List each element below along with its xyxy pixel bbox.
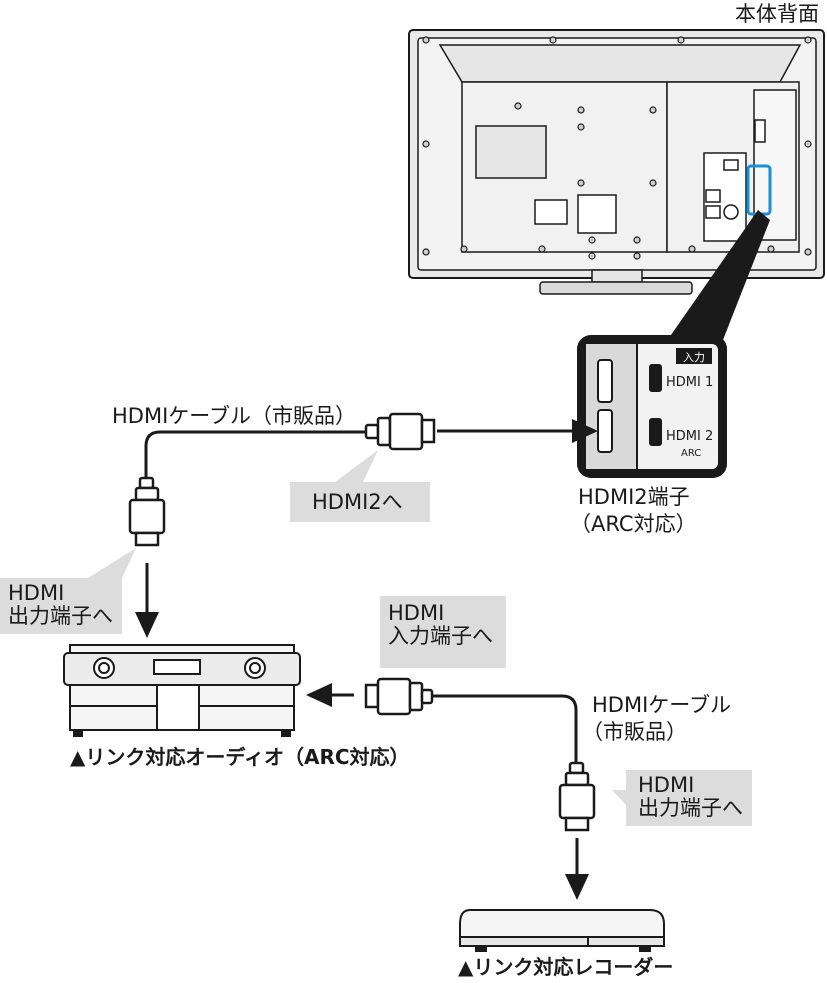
hdmi-cable-2-label-2: （市販品） bbox=[582, 720, 687, 744]
tv-back-illustration bbox=[408, 29, 825, 295]
audio-in-label-1: HDMI bbox=[388, 601, 445, 625]
recorder-out-label-2: 出力端子へ bbox=[638, 796, 743, 820]
hdmi-plug bbox=[128, 476, 166, 547]
audio-in-bubble: HDMI 入力端子へ bbox=[380, 596, 506, 668]
audio-in-label-2: 入力端子へ bbox=[388, 624, 493, 648]
audio-out-bubble: HDMI 出力端子へ bbox=[0, 578, 122, 634]
tv-back-label: 本体背面 bbox=[735, 2, 819, 26]
arrow-to-audio-out bbox=[135, 612, 159, 638]
hdmi-cable-2-label-1: HDMIケーブル bbox=[592, 693, 732, 717]
arrow-to-recorder-out bbox=[565, 874, 589, 900]
arrow-to-hdmi2 bbox=[572, 419, 598, 443]
recorder-device-label: ▲リンク対応レコーダー bbox=[458, 955, 674, 979]
port-hdmi1-label: HDMI 1 bbox=[666, 375, 713, 390]
recorder bbox=[459, 909, 665, 952]
hdmi-plug bbox=[364, 412, 436, 451]
input-tag: 入力 bbox=[683, 351, 705, 364]
hdmi-cable-1 bbox=[144, 429, 572, 480]
bubble-tail bbox=[335, 450, 378, 482]
zoom-callout bbox=[664, 210, 770, 345]
hdmi-cable-1-label: HDMIケーブル（市販品） bbox=[112, 404, 357, 428]
audio-out-label-1: HDMI bbox=[8, 581, 65, 605]
bubble-tail bbox=[88, 548, 136, 578]
hdmi2-terminal-label-2: （ARC対応） bbox=[570, 512, 697, 536]
bubble-tail bbox=[612, 790, 626, 805]
recorder-out-bubble: HDMI 出力端子へ bbox=[626, 770, 752, 826]
hdmi2-terminal-label-1: HDMI2端子 bbox=[578, 485, 690, 509]
audio-out-label-2: 出力端子へ bbox=[8, 604, 113, 628]
hdmi-cable-2 bbox=[432, 694, 578, 765]
recorder-out-label-1: HDMI bbox=[638, 773, 695, 797]
hdmi-plug bbox=[364, 677, 434, 716]
to-hdmi2-bubble: HDMI2へ bbox=[290, 482, 430, 522]
arrow-to-audio-in bbox=[306, 683, 332, 707]
audio-device-label: ▲リンク対応オーディオ（ARC対応） bbox=[70, 745, 410, 769]
hdmi-plug bbox=[558, 761, 596, 832]
port-hdmi2-arc-label: ARC bbox=[681, 448, 701, 459]
port-hdmi2-label: HDMI 2 bbox=[666, 429, 713, 444]
audio-system bbox=[63, 644, 301, 737]
to-hdmi2-label: HDMI2へ bbox=[312, 490, 403, 514]
